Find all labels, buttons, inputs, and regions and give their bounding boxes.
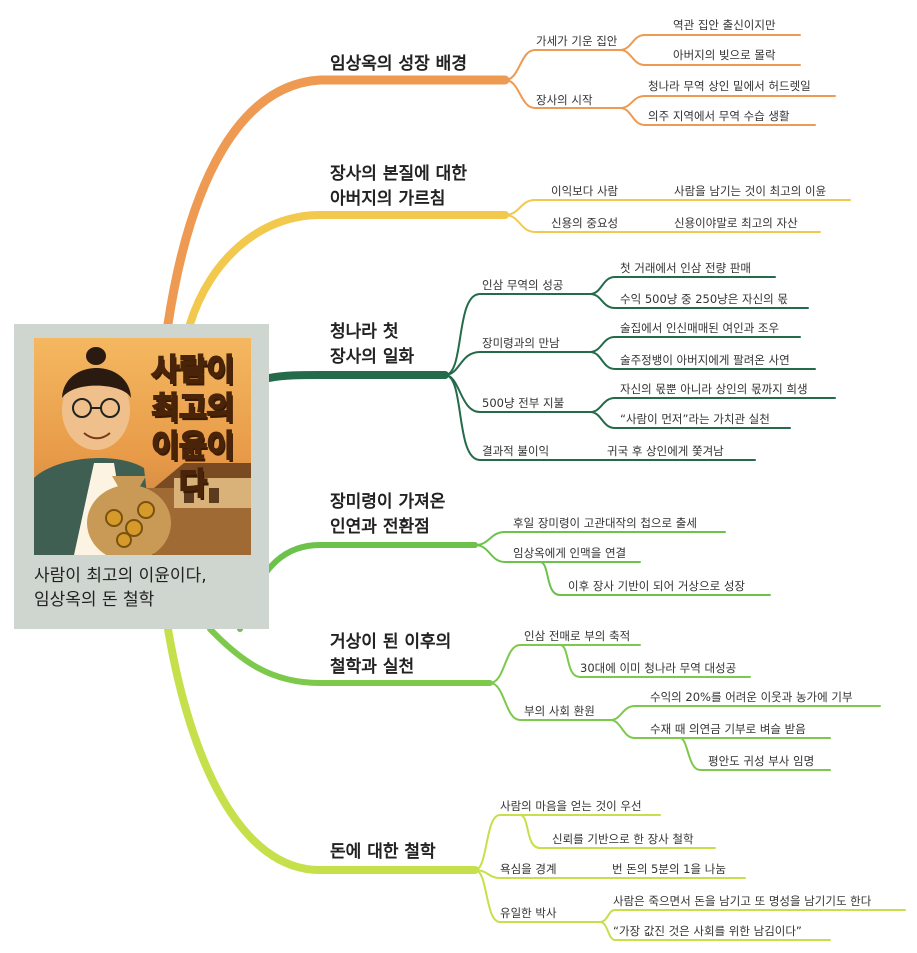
cover-title-line: 최고의	[151, 390, 236, 427]
branch-title-line: 철학과 실천	[330, 657, 415, 677]
branch-3-node-4-child-1[interactable]: 귀국 후 상인에게 쫓겨남	[607, 444, 724, 458]
branch-1-node-1[interactable]: 가세가 기운 집안	[536, 34, 618, 48]
branch-5-node-2-child-2[interactable]: 수재 때 의연금 기부로 벼슬 받음	[650, 722, 806, 736]
branch-5-title[interactable]: 거상이 된 이후의 철학과 실천	[330, 630, 451, 680]
merchant-illustration	[34, 347, 251, 555]
branch-4-curve	[237, 542, 478, 632]
branch-3-title[interactable]: 청나라 첫 장사의 일화	[330, 320, 414, 370]
branch-3-node-3[interactable]: 500냥 전부 지불	[482, 396, 565, 410]
branch-title-line: 돈에 대한 철학	[330, 842, 436, 862]
branch-5-node-1-child-1[interactable]: 30대에 이미 청나라 무역 대성공	[580, 661, 737, 675]
branch-title-line: 아버지의 가르침	[330, 189, 446, 209]
branch-3-node-3-child-1[interactable]: 자신의 몫뿐 아니라 상인의 몫까지 희생	[620, 382, 808, 396]
branch-3-node-4[interactable]: 결과적 불이익	[482, 444, 550, 458]
branch-6-node-2-child-1[interactable]: 번 돈의 5분의 1을 나눔	[612, 862, 726, 876]
branch-1-title[interactable]: 임상옥의 성장 배경	[330, 52, 467, 77]
branch-title-line: 장미령이 가져온	[330, 492, 446, 512]
branch-4-node-2[interactable]: 임상옥에게 인맥을 연결	[513, 546, 627, 560]
branch-2-node-1-child-1[interactable]: 사람을 남기는 것이 최고의 이윤	[674, 184, 827, 198]
branch-6-node-3-child-2[interactable]: “가장 값진 것은 사회를 위한 남김이다”	[613, 924, 802, 938]
central-caption-line: 임상옥의 돈 철학	[34, 590, 155, 610]
branch-title-line: 임상옥의 성장 배경	[330, 54, 467, 74]
branch-3-node-2[interactable]: 장미령과의 만남	[482, 336, 560, 350]
branch-4-title[interactable]: 장미령이 가져온 인연과 전환점	[330, 490, 445, 540]
branch-3-node-1-child-1[interactable]: 첫 거래에서 인삼 전량 판매	[620, 261, 752, 275]
branch-6-curve	[164, 625, 479, 874]
branch-2-node-2-child-1[interactable]: 신용이야말로 최고의 자산	[674, 216, 798, 230]
branch-3-curve	[265, 371, 449, 382]
branch-2-node-1[interactable]: 이익보다 사람	[551, 184, 619, 198]
branch-5-node-1[interactable]: 인삼 전매로 부의 축적	[524, 629, 631, 643]
branch-title-line: 장사의 본질에 대한	[330, 164, 467, 184]
branch-title-line: 인연과 전환점	[330, 517, 430, 537]
branch-2-curve	[186, 211, 509, 328]
cover-title-line: 사람이	[151, 352, 236, 389]
book-cover-image: 사람이 최고의 이윤이다	[34, 338, 251, 555]
branch-3-node-2-child-2[interactable]: 술주정뱅이 아버지에게 팔려온 사연	[620, 353, 790, 367]
cover-title: 사람이 최고의 이윤이다	[139, 352, 247, 504]
branch-3-node-3-child-2[interactable]: “사람이 먼저”라는 가치관 실천	[620, 412, 770, 426]
branch-6-node-1[interactable]: 사람의 마음을 얻는 것이 우선	[500, 799, 642, 813]
branch-6-node-3-child-1[interactable]: 사람은 죽으면서 돈을 남기고 또 명성을 남기기도 한다	[613, 894, 872, 908]
branch-2-node-2[interactable]: 신용의 중요성	[551, 216, 619, 230]
branch-5-node-2-child-3[interactable]: 평안도 귀성 부사 임명	[708, 754, 815, 768]
branch-5-node-2[interactable]: 부의 사회 환원	[524, 704, 595, 718]
branch-4-node-2-child-1[interactable]: 이후 장사 기반이 되어 거상으로 성장	[568, 579, 745, 593]
branch-1-node-2-child-1[interactable]: 청나라 무역 상인 밑에서 허드렛일	[648, 79, 811, 93]
branch-title-line: 거상이 된 이후의	[330, 632, 452, 652]
branch-6-title[interactable]: 돈에 대한 철학	[330, 840, 436, 865]
branch-5-node-2-child-1[interactable]: 수익의 20%를 어려운 이웃과 농가에 기부	[650, 690, 853, 704]
branch-6-node-3[interactable]: 유일한 박사	[500, 906, 557, 920]
central-caption-line: 사람이 최고의 이윤이다,	[34, 566, 207, 586]
branch-5-curve	[207, 626, 493, 686]
central-node[interactable]: 사람이 최고의 이윤이다 사람이 최고의 이윤이다, 임상옥의 돈 철학	[14, 324, 269, 629]
branch-1-node-2[interactable]: 장사의 시작	[536, 93, 593, 107]
branch-6-node-2[interactable]: 욕심을 경계	[500, 862, 557, 876]
central-caption: 사람이 최고의 이윤이다, 임상옥의 돈 철학	[34, 564, 207, 612]
cover-title-line: 이윤이다	[151, 428, 236, 503]
branch-title-line: 장사의 일화	[330, 347, 415, 367]
branch-2-title[interactable]: 장사의 본질에 대한 아버지의 가르침	[330, 162, 467, 212]
branch-1-node-1-child-2[interactable]: 아버지의 빚으로 몰락	[673, 48, 776, 62]
branch-6-node-1-child-1[interactable]: 신뢰를 기반으로 한 장사 철학	[552, 832, 694, 846]
branch-4-node-1[interactable]: 후일 장미령이 고관대작의 첩으로 출세	[513, 516, 697, 530]
branch-1-curve	[163, 75, 510, 329]
branch-3-node-1-child-2[interactable]: 수익 500냥 중 250냥은 자신의 몫	[620, 292, 788, 306]
branch-1-node-1-child-1[interactable]: 역관 집안 출신이지만	[673, 18, 776, 32]
branch-3-node-1[interactable]: 인삼 무역의 성공	[482, 278, 564, 292]
branch-1-node-2-child-2[interactable]: 의주 지역에서 무역 수습 생활	[648, 109, 790, 123]
branch-3-node-2-child-1[interactable]: 술집에서 인신매매된 여인과 조우	[620, 321, 780, 335]
branch-title-line: 청나라 첫	[330, 322, 399, 342]
